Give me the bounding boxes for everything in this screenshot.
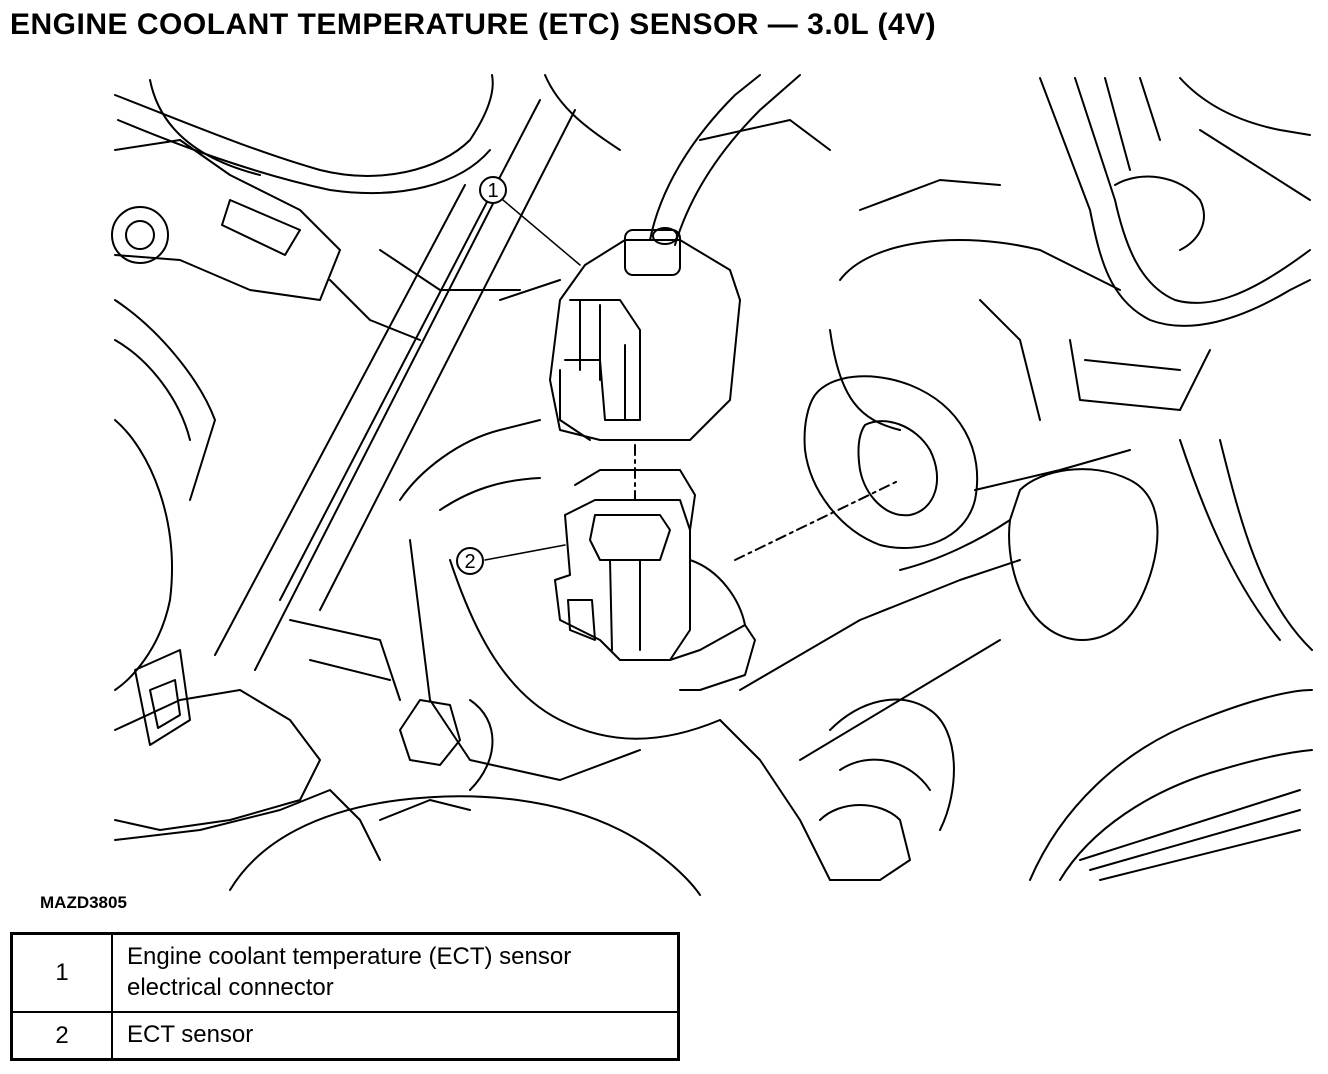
svg-text:1: 1: [487, 180, 498, 202]
page-title: ENGINE COOLANT TEMPERATURE (ETC) SENSOR …: [10, 8, 937, 41]
figure-id: MAZD3805: [40, 893, 127, 912]
legend-row: 2 ECT sensor: [10, 1011, 680, 1061]
legend-number: 1: [10, 932, 113, 1013]
legend-row: 1 Engine coolant temperature (ECT) senso…: [10, 932, 680, 1013]
svg-text:2: 2: [464, 551, 475, 573]
callout-2: 2: [456, 547, 484, 575]
legend-number: 2: [10, 1011, 113, 1061]
legend-description: ECT sensor: [111, 1011, 680, 1061]
legend-table: 1 Engine coolant temperature (ECT) senso…: [10, 932, 680, 1061]
legend-description: Engine coolant temperature (ECT) sensor …: [111, 932, 680, 1013]
callout-1: 1: [479, 176, 507, 204]
engine-illustration: 1 2: [111, 74, 1313, 896]
